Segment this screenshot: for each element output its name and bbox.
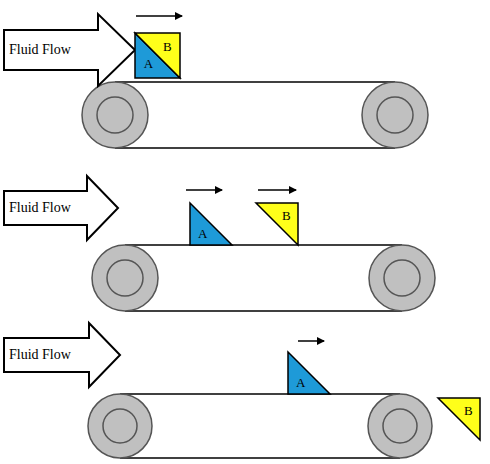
roller [369,245,435,311]
roller [88,394,152,458]
belt-top [115,81,395,83]
flow-arrow: Fluid Flow [3,322,121,388]
flow-label: Fluid Flow [9,348,71,362]
belt-bottom [115,147,395,149]
triangle-block: A [190,203,232,245]
triangle-shape [288,352,330,394]
belt-bottom [120,457,400,459]
flow-arrow: Fluid Flow [3,13,136,87]
conveyor-belt [82,82,428,148]
motion-arrows [136,16,324,341]
triangle-shape [256,203,298,245]
belt-bottom [125,310,402,312]
roller-hub [377,97,413,133]
roller-hub [107,260,143,296]
roller-hub [103,409,137,443]
motion-arrow [298,340,324,342]
arrow-shape [4,14,135,86]
triangle-outline [438,398,480,440]
triangle-shape [190,203,232,245]
roller-hub [97,97,133,133]
triangle-block: B [256,203,298,245]
block-label: B [163,40,172,53]
triangle-shape [438,398,480,440]
triangle-outline [135,33,180,78]
block-label: B [282,209,291,222]
triangle-outline [288,352,330,394]
roller [92,245,158,311]
block-label: B [464,404,473,417]
triangle-block: A [288,352,330,394]
conveyor-belt [88,394,432,458]
arrow-shape [4,323,120,387]
belt-top [125,244,402,246]
motion-arrow [258,189,296,191]
flow-label: Fluid Flow [9,201,71,215]
triangle-outline [190,203,232,245]
triangle-shape [135,33,180,78]
arrow-shape [4,176,118,240]
belt-top [120,393,400,395]
motion-arrow [136,15,182,17]
triangle-outline [256,203,298,245]
conveyor-belt [92,245,435,311]
triangle-block: B [438,398,480,440]
motion-arrow [186,189,222,191]
roller [368,394,432,458]
roller-hub [384,260,420,296]
roller [362,82,428,148]
block-label: A [198,227,207,240]
flow-label: Fluid Flow [9,43,71,57]
block-label: A [144,57,153,70]
block-label: A [296,376,305,389]
triangle-shape [135,33,180,78]
roller-hub [383,409,417,443]
triangle-block: B [135,33,180,78]
flow-arrow: Fluid Flow [3,175,119,241]
roller [82,82,148,148]
